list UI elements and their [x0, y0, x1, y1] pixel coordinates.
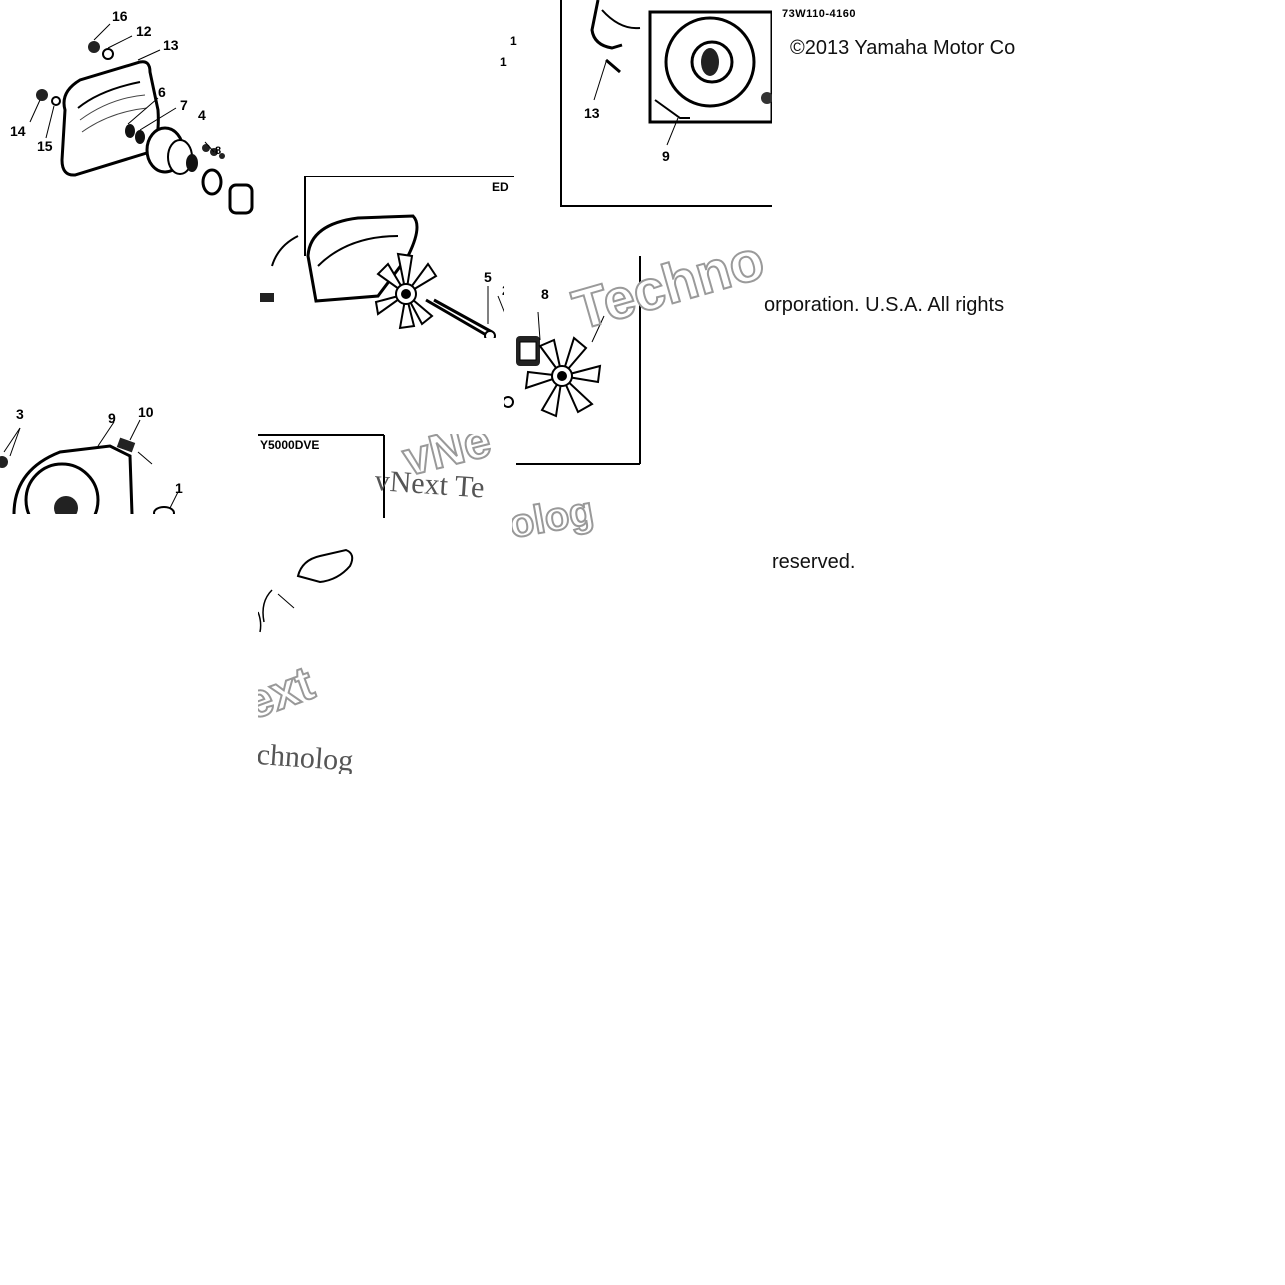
copyright-line-1: ©2013 Yamaha Motor Co	[790, 37, 1016, 59]
callout-13-right: 13	[584, 105, 600, 121]
exploded-view-top-right	[560, 0, 772, 207]
exploded-view-fan-ed	[260, 176, 514, 338]
callout-4: 4	[198, 107, 206, 123]
part-code: 73W110-4160	[782, 8, 856, 20]
diagram-tile-fragment-olog: olog	[512, 466, 624, 542]
diagram-tile-top-right: 13 9	[560, 0, 772, 210]
exploded-view-top-left	[29, 23, 254, 215]
copyright-line-2: orporation. U.S.A. All rights	[764, 294, 1005, 316]
diagram-tile-y5000dve: vNe Y5000DVE vNext Te	[258, 434, 516, 518]
callout-12: 12	[136, 23, 152, 39]
callout-9-right: 9	[662, 148, 670, 164]
callout-16: 16	[112, 8, 128, 24]
callout-3: 3	[16, 406, 24, 422]
callout-fragment-b: 1	[500, 55, 507, 69]
copyright-line-3: reserved.	[772, 551, 856, 573]
model-label-y5000dve: Y5000DVE	[260, 438, 320, 452]
watermark-olog: olog	[512, 489, 597, 542]
callout-13: 13	[163, 37, 179, 53]
diagram-tile-lower-fragment: ext chnolog	[258, 542, 370, 774]
watermark-ext: ext	[258, 657, 321, 731]
diagram-tile-right-fan: 8	[504, 256, 642, 466]
callout-1: 1	[175, 480, 183, 496]
callout-10: 10	[138, 404, 154, 420]
callout-fragment-a: 1	[510, 34, 517, 48]
diagram-tile-bottom-left: 3 9 10 1	[0, 400, 258, 514]
callout-15: 15	[37, 138, 53, 154]
watermark-technolog: chnolog	[258, 738, 355, 774]
diagram-tile-ed-fan: ED 5 2	[258, 176, 514, 338]
exploded-view-bottom-left	[0, 419, 179, 514]
callout-9: 9	[108, 410, 116, 426]
callout-5: 5	[484, 269, 492, 285]
callout-6: 6	[158, 84, 166, 100]
callout-8: 8	[215, 145, 222, 157]
diagram-tile-top-left: 16 12 13 14 15 6 7 4 8	[0, 0, 258, 240]
callout-7: 7	[180, 97, 188, 113]
callout-14: 14	[10, 123, 26, 139]
exploded-view-fan-right	[504, 256, 641, 465]
model-label-ed: ED	[492, 180, 509, 194]
callout-8-mid: 8	[541, 286, 549, 302]
